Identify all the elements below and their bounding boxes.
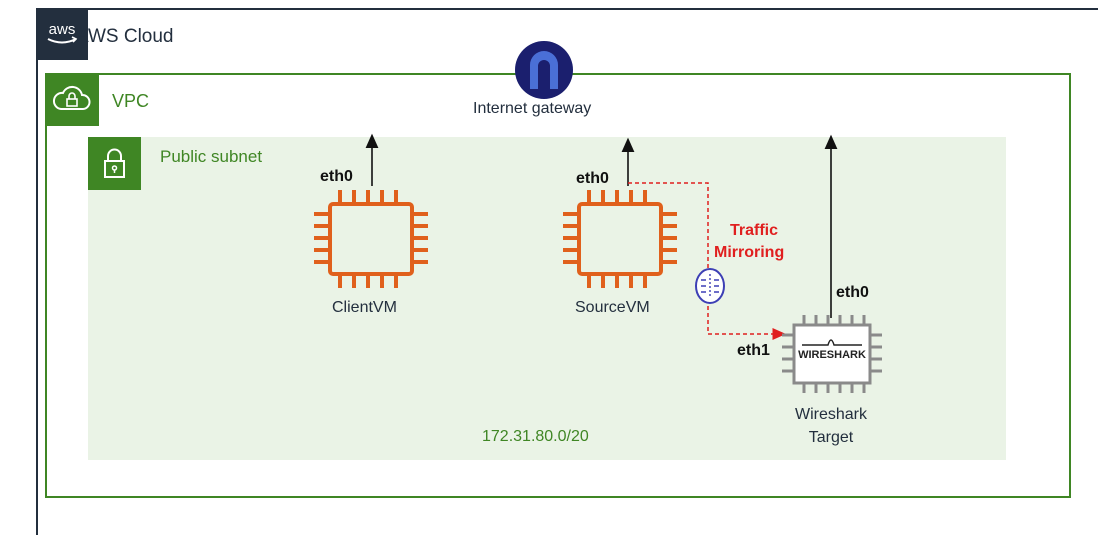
client-vm-label: ClientVM (332, 299, 397, 316)
svg-text:aws: aws (49, 21, 76, 38)
vpc-title: VPC (112, 91, 150, 111)
source-eth0-label: eth0 (576, 170, 609, 187)
source-vm-label: SourceVM (575, 299, 650, 316)
public-subnet-group (88, 137, 1006, 460)
wireshark-label-line2: Target (808, 429, 854, 446)
traffic-mirroring-label: Traffic Mirroring (714, 220, 784, 264)
traffic-label-line2: Mirroring (714, 244, 785, 261)
svg-text:WIRESHARK: WIRESHARK (798, 349, 866, 361)
wireshark-eth0-label: eth0 (836, 284, 869, 301)
wireshark-target-chip-icon: WIRESHARK (782, 315, 882, 393)
internet-gateway-label: Internet gateway (473, 100, 592, 117)
traffic-mirror-path (628, 182, 786, 340)
wireshark-label-line1: Wireshark (794, 406, 867, 423)
client-eth0-label: eth0 (320, 168, 353, 185)
aws-cloud-group (36, 8, 1098, 535)
vpc-cloud-lock-icon (45, 73, 99, 126)
source-vm-ec2-icon (563, 190, 677, 288)
wireshark-target-label: Wireshark Target (786, 403, 876, 449)
public-subnet-title: Public subnet (160, 147, 263, 166)
traffic-label-line1: Traffic (730, 222, 779, 239)
wireshark-eth1-label: eth1 (737, 342, 770, 359)
client-vm-ec2-icon (314, 190, 428, 288)
aws-cloud-title: AWS Cloud (76, 26, 174, 47)
padlock-icon (88, 137, 141, 190)
aws-logo-icon: aws (36, 8, 88, 60)
internet-gateway-icon (515, 41, 573, 99)
traffic-mirroring-icon (695, 268, 725, 304)
subnet-cidr-label: 172.31.80.0/20 (482, 428, 589, 445)
